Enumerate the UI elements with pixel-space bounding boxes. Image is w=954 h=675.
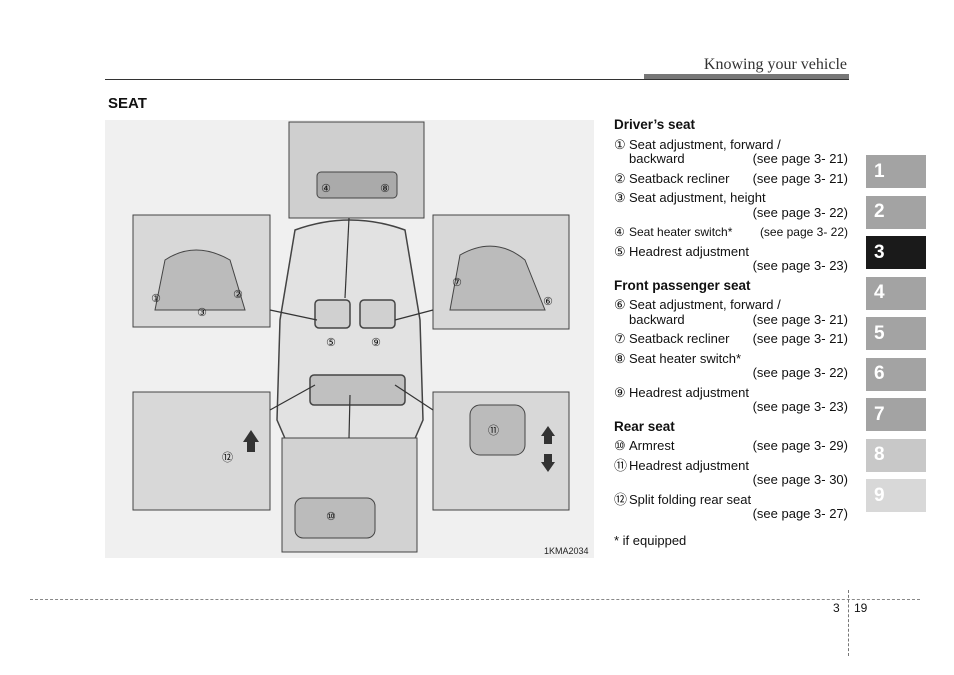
callout-10: ⑩	[326, 510, 336, 523]
figure-code: 1KMA2034	[544, 546, 589, 556]
callout-8: ⑧	[380, 182, 390, 195]
chapter-tab-3[interactable]: 3	[866, 236, 926, 269]
footnote: * if equipped	[614, 534, 848, 549]
header-rule	[105, 79, 849, 80]
section-title: SEAT	[108, 95, 147, 112]
callout-7: ⑦	[452, 276, 462, 289]
chapter-tab-4[interactable]: 4	[866, 277, 926, 310]
callout-1: ①	[151, 292, 161, 305]
chapter-tab-7[interactable]: 7	[866, 398, 926, 431]
console-inset	[289, 122, 424, 218]
callout-11: ⑪	[488, 424, 499, 437]
group-title: Rear seat	[614, 420, 848, 435]
chapter-tab-5[interactable]: 5	[866, 317, 926, 350]
group-title: Front passenger seat	[614, 279, 848, 294]
footer-divider	[848, 590, 849, 656]
callout-4: ④	[321, 182, 331, 195]
callout-2: ②	[233, 288, 243, 301]
callout-5: ⑤	[326, 336, 336, 349]
running-header: Knowing your vehicle	[704, 56, 847, 74]
chapter-tab-2[interactable]: 2	[866, 196, 926, 229]
seat-diagram-svg: ① ② ③ ④ ⑤ ⑥ ⑦ ⑧ ⑨ ⑩ ⑪ ⑫	[105, 120, 594, 558]
callout-12: ⑫	[222, 451, 233, 464]
chapter-tab-9[interactable]: 9	[866, 479, 926, 512]
footer-dashed-rule	[30, 599, 920, 600]
callout-9: ⑨	[371, 336, 381, 349]
group-title: Driver’s seat	[614, 118, 848, 133]
seat-illustration: ① ② ③ ④ ⑤ ⑥ ⑦ ⑧ ⑨ ⑩ ⑪ ⑫ 1KMA2034	[105, 120, 594, 558]
page-section: 3	[833, 601, 840, 615]
chapter-tabs: 1 2 3 4 5 6 7 8 9	[866, 155, 926, 520]
callout-3: ③	[197, 306, 207, 319]
chapter-tab-8[interactable]: 8	[866, 439, 926, 472]
page-number: 19	[854, 601, 867, 615]
callout-6: ⑥	[543, 295, 553, 308]
chapter-tab-6[interactable]: 6	[866, 358, 926, 391]
chapter-tab-1[interactable]: 1	[866, 155, 926, 188]
